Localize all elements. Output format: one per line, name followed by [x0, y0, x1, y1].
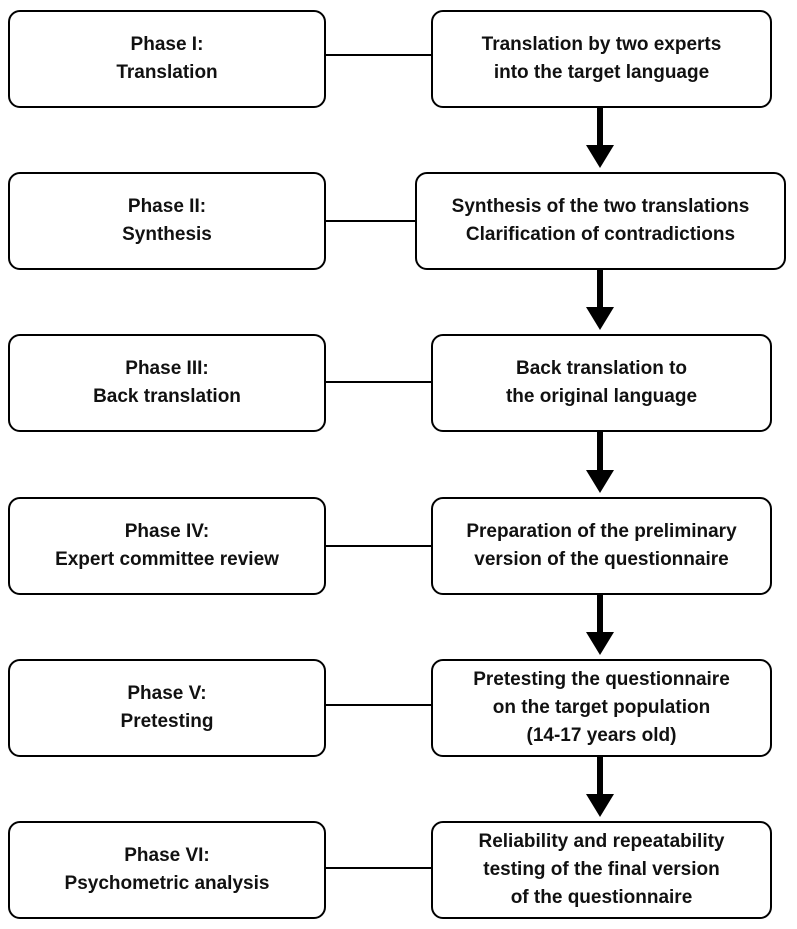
step-1-line-2: into the target language [493, 62, 710, 83]
step-box-6: Reliability and repeatability testing of… [431, 821, 772, 919]
step-box-5: Pretesting the questionnaire on the targ… [431, 659, 772, 757]
flow-arrow-4 [586, 595, 614, 655]
phase-2-label: Phase II: [127, 196, 207, 217]
step-3-line-2: the original language [505, 386, 698, 407]
phase-box-4: Phase IV: Expert committee review [8, 497, 326, 595]
step-6-line-3: of the questionnaire [510, 887, 693, 908]
phase-3-label: Phase III: [125, 358, 209, 379]
phase-4-label: Phase IV: [124, 521, 210, 542]
step-6-line-1: Reliability and repeatability [478, 831, 725, 852]
flow-arrow-1 [586, 108, 614, 168]
step-4-line-2: version of the questionnaire [474, 549, 729, 570]
phase-6-title: Psychometric analysis [64, 873, 270, 894]
step-box-2: Synthesis of the two translations Clarif… [415, 172, 786, 270]
phase-1-title: Translation [116, 62, 218, 83]
step-2-line-1: Synthesis of the two translations [451, 196, 750, 217]
phase-box-1: Phase I: Translation [8, 10, 326, 108]
step-6-line-2: testing of the final version [483, 859, 720, 880]
step-box-4: Preparation of the preliminary version o… [431, 497, 772, 595]
step-5-line-1: Pretesting the questionnaire [473, 669, 730, 690]
phase-box-2: Phase II: Synthesis [8, 172, 326, 270]
step-4-line-1: Preparation of the preliminary [466, 521, 737, 542]
step-2-line-2: Clarification of contradictions [465, 224, 736, 245]
flow-arrow-5 [586, 757, 614, 817]
phase-1-label: Phase I: [130, 34, 204, 55]
flow-arrow-3 [586, 432, 614, 493]
flow-arrow-2 [586, 270, 614, 330]
step-box-3: Back translation to the original languag… [431, 334, 772, 432]
phase-2-title: Synthesis [122, 224, 212, 245]
phase-6-label: Phase VI: [124, 845, 210, 866]
step-box-1: Translation by two experts into the targ… [431, 10, 772, 108]
step-1-line-1: Translation by two experts [481, 34, 722, 55]
step-3-line-1: Back translation to [515, 358, 688, 379]
phase-box-3: Phase III: Back translation [8, 334, 326, 432]
phase-5-label: Phase V: [127, 683, 207, 704]
phase-3-title: Back translation [93, 386, 241, 407]
phase-4-title: Expert committee review [55, 549, 279, 570]
phase-box-5: Phase V: Pretesting [8, 659, 326, 757]
step-5-line-2: on the target population [492, 697, 711, 718]
phase-5-title: Pretesting [120, 711, 214, 732]
phase-box-6: Phase VI: Psychometric analysis [8, 821, 326, 919]
step-5-line-3: (14-17 years old) [526, 725, 677, 746]
